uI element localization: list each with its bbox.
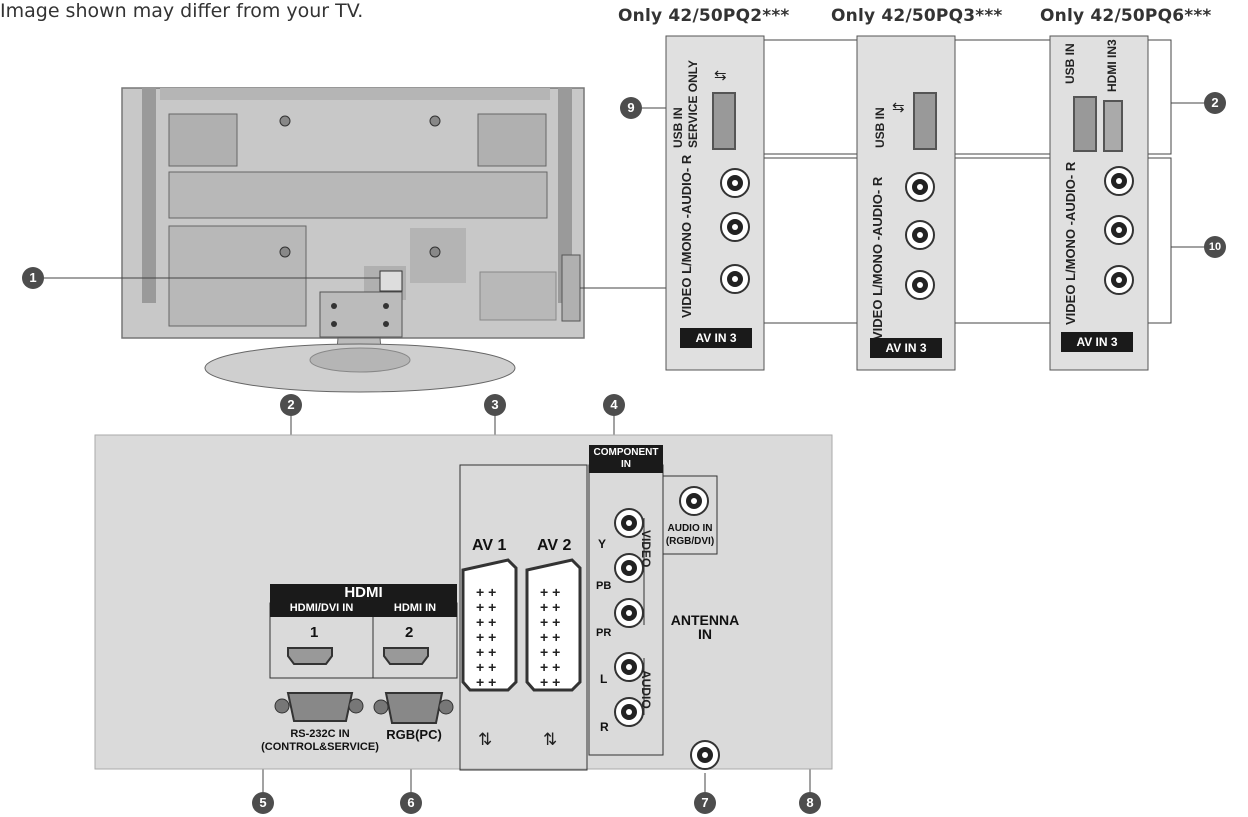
video-jack-p2[interactable] (905, 270, 935, 300)
av-row-label-p1: VIDEO L/MONO -AUDIO- R (679, 154, 694, 318)
hdmi-in-label: HDMI IN (373, 600, 457, 617)
audio-r-jack-p1[interactable] (720, 168, 750, 198)
av-row-label-p3: VIDEO L/MONO -AUDIO- R (1063, 161, 1078, 325)
y-label: Y (598, 537, 607, 551)
usb-in-label-p3: USB IN (1063, 43, 1077, 84)
usb-port-p2[interactable] (913, 92, 937, 150)
rgb-pc-port[interactable] (386, 693, 442, 723)
av-row-label-p2: VIDEO L/MONO -AUDIO- R (870, 176, 885, 340)
component-audio-l-jack[interactable] (614, 652, 644, 682)
component-pr-jack[interactable] (614, 598, 644, 628)
rgb-pc-label: RGB(PC) (386, 727, 442, 742)
antenna-line2: IN (698, 626, 712, 642)
hdmi-port-2[interactable] (384, 648, 428, 664)
scart-av2-port[interactable] (527, 560, 581, 690)
hdmi-title: HDMI (270, 584, 457, 601)
audio-r-jack-p2[interactable] (905, 172, 935, 202)
audio-in-rgb-dvi-jack[interactable] (679, 486, 709, 516)
usb-icon: ⇆ (892, 99, 905, 116)
component-label-line1: COMPONENT (593, 447, 659, 458)
pr-label: PR (596, 627, 612, 639)
av-in3-label-p2: AV IN 3 (870, 338, 942, 358)
antenna-in-jack[interactable] (690, 740, 720, 770)
rs232-line2: (CONTROL&SERVICE) (261, 741, 379, 753)
usb-icon: ⇆ (714, 67, 727, 84)
hdmi-port-2-label: 2 (405, 624, 414, 641)
hdmi-in3-label-p3: HDMI IN3 (1105, 39, 1119, 92)
usb-port-p3[interactable] (1073, 96, 1097, 152)
scart-av1-port[interactable] (463, 560, 517, 690)
callout-4: 4 (603, 394, 625, 416)
audio-in-rgb-dvi-label: AUDIO IN (RGB/DVI) (664, 522, 716, 548)
callout-3: 3 (484, 394, 506, 416)
callout-9: 9 (620, 97, 642, 119)
component-video-label: VIDEO (639, 530, 653, 568)
audio-r-jack-p3[interactable] (1104, 166, 1134, 196)
video-jack-p3[interactable] (1104, 265, 1134, 295)
scart-pins-av2: ++++++++++++++ (540, 584, 565, 690)
pb-label: PB (596, 580, 612, 592)
usb-in-label-p2: USB IN (873, 107, 887, 148)
scart-pins-av1: ++++++++++++++ (476, 584, 501, 690)
av-in3-label-p1: AV IN 3 (680, 328, 752, 348)
service-only-label-p1: SERVICE ONLY (686, 59, 700, 148)
hdmi-port-1-label: 1 (310, 624, 319, 641)
usb-in-label-p1: USB IN (671, 107, 685, 148)
model-label-pq6: Only 42/50PQ6*** (1040, 6, 1212, 26)
callout-2: 2 (280, 394, 302, 416)
rs232c-port[interactable] (288, 693, 352, 721)
usb-port-p1[interactable] (712, 92, 736, 150)
component-y-jack[interactable] (614, 508, 644, 538)
r-label: R (600, 720, 609, 734)
rs232-line1: RS-232C IN (290, 728, 350, 740)
antenna-in-label: ANTENNA IN (670, 613, 740, 641)
av2-label: AV 2 (537, 537, 572, 554)
callout-7: 7 (694, 792, 716, 814)
callout-6: 6 (400, 792, 422, 814)
component-pb-jack[interactable] (614, 553, 644, 583)
disclaimer-note: Image shown may differ from your TV. (0, 0, 364, 22)
model-label-pq2: Only 42/50PQ2*** (618, 6, 790, 26)
callout-10: 10 (1204, 236, 1226, 258)
scart-in-icon: ⇅ (543, 730, 558, 749)
hdmi-dvi-in-label: HDMI/DVI IN (270, 600, 373, 617)
hdmi-port-1[interactable] (288, 648, 332, 664)
model-label-pq3: Only 42/50PQ3*** (831, 6, 1003, 26)
callout-5: 5 (252, 792, 274, 814)
l-label: L (600, 672, 608, 686)
audio-l-jack-p3[interactable] (1104, 215, 1134, 245)
component-audio-r-jack[interactable] (614, 697, 644, 727)
scart-in-icon: ⇅ (478, 730, 493, 749)
audio-in-line1: AUDIO IN (667, 523, 713, 534)
callout-1: 1 (22, 267, 44, 289)
component-label-line2: IN (621, 459, 631, 470)
hdmi-port-p3[interactable] (1103, 100, 1123, 152)
audio-l-jack-p1[interactable] (720, 212, 750, 242)
av-in3-label-p3: AV IN 3 (1061, 332, 1133, 352)
audio-l-jack-p2[interactable] (905, 220, 935, 250)
component-in-label: COMPONENT IN (589, 445, 663, 473)
antenna-line1: ANTENNA (670, 612, 740, 628)
callout-2-side: 2 (1204, 92, 1226, 114)
av1-label: AV 1 (472, 537, 507, 554)
rs232c-label: RS-232C IN (CONTROL&SERVICE) (255, 728, 385, 754)
video-jack-p1[interactable] (720, 264, 750, 294)
component-audio-label: AUDIO (639, 670, 653, 709)
audio-in-line2: (RGB/DVI) (665, 536, 715, 547)
tv-rear-illustration (121, 87, 585, 393)
callout-8: 8 (799, 792, 821, 814)
